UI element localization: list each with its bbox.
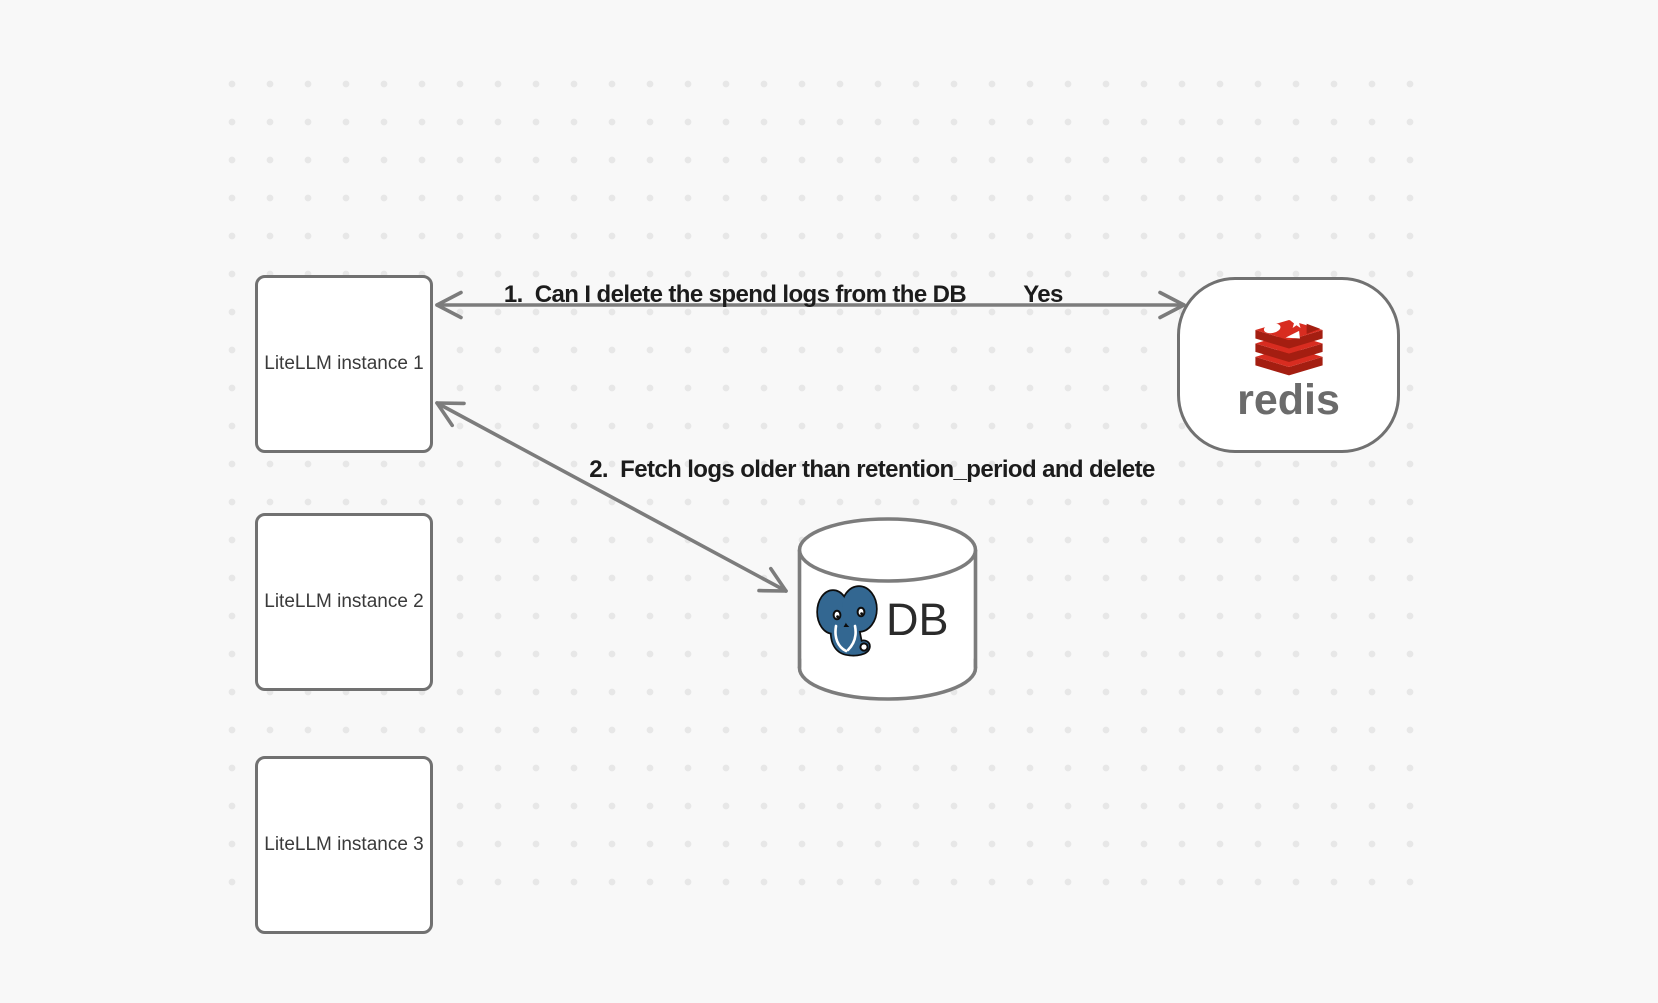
node-litellm-instance-3[interactable]: LiteLLM instance 3 xyxy=(255,756,433,934)
edge-label-fetch-delete: 2. Fetch logs older than retention_perio… xyxy=(589,456,1155,483)
node-litellm-instance-1[interactable]: LiteLLM instance 1 xyxy=(255,275,433,453)
db-label: DB xyxy=(886,594,949,645)
node-litellm-instance-2[interactable]: LiteLLM instance 2 xyxy=(255,513,433,691)
node-label: LiteLLM instance 3 xyxy=(264,834,424,856)
node-label: LiteLLM instance 2 xyxy=(264,591,424,613)
node-postgres-db[interactable]: DB xyxy=(795,512,985,706)
redis-stack-icon xyxy=(1254,315,1323,376)
arrowhead-downright-icon xyxy=(757,566,788,593)
arrow-fetch-delete[interactable] xyxy=(435,401,788,593)
edge-label-delete-question: 1. Can I delete the spend logs from the … xyxy=(503,281,967,308)
edge-label-yes-answer: Yes xyxy=(1023,281,1063,308)
node-label: LiteLLM instance 1 xyxy=(264,353,424,375)
postgresql-elephant-icon xyxy=(816,585,878,657)
arrowhead-left-icon xyxy=(435,290,463,320)
node-redis[interactable]: redis xyxy=(1177,277,1400,453)
arrowhead-upleft-icon xyxy=(435,401,466,428)
redis-wordmark: redis xyxy=(1237,376,1340,424)
